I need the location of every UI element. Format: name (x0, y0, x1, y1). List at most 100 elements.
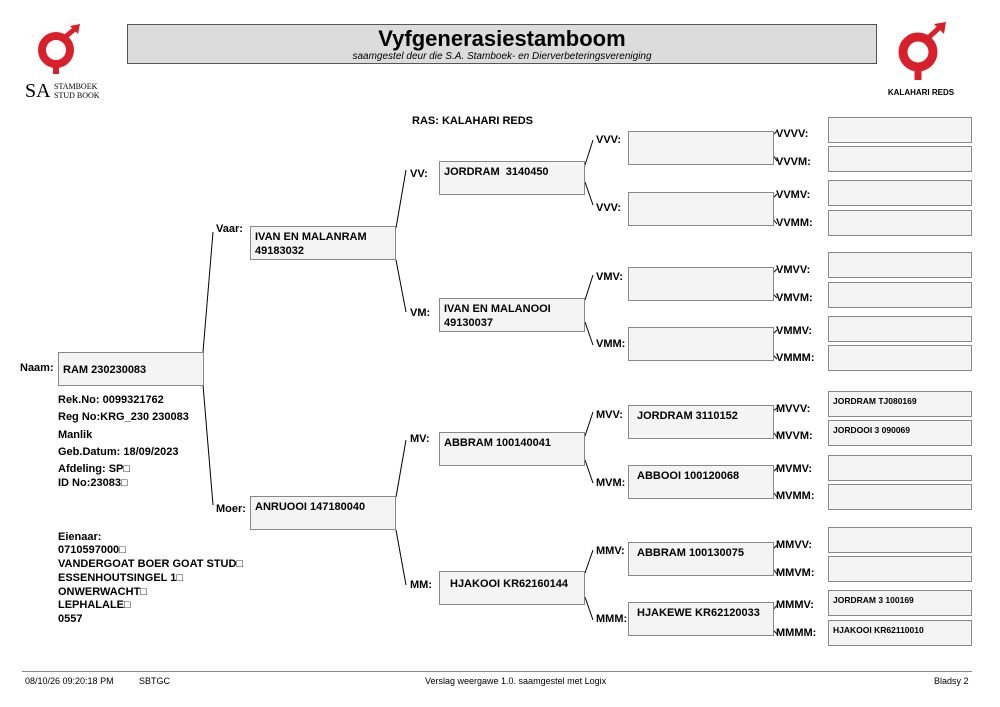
gen4-box (828, 117, 972, 143)
gen4-text: HJAKOOI KR62110010 (833, 625, 924, 635)
title-banner: Vyfgenerasiestamboom saamgestel deur die… (127, 24, 877, 64)
gen4-box (828, 282, 972, 308)
mvm-box: ABBOOI 100120068 (628, 465, 774, 499)
mmv-text: ABBRAM 100130075 (637, 547, 744, 559)
logo-line1: STAMBOEK (54, 82, 98, 91)
gen4-box (828, 210, 972, 236)
birth-date: Geb.Datum: 18/09/2023 (58, 446, 179, 458)
gen4-label: MMMM: (776, 627, 817, 639)
gen4-label: MVVM: (776, 430, 813, 442)
mmm-text: HJAKEWE KR62120033 (637, 607, 760, 619)
kalahari-reds-logo: KALAHARI REDS (880, 22, 962, 102)
logo-line2: STUD BOOK (54, 91, 100, 100)
mmm-label: MMM: (596, 613, 628, 625)
sire-box: IVAN EN MALANRAM 49183032 (250, 226, 396, 260)
logo-initials: SA (25, 80, 51, 102)
gen4-label: VMMM: (776, 352, 815, 364)
sex: Manlik (58, 429, 93, 441)
mm-label: MM: (410, 579, 432, 591)
gen4-box (828, 345, 972, 371)
gen4-box: JORDRAM TJ080169 (828, 391, 972, 417)
mv-box: ABBRAM 100140041 (439, 432, 585, 466)
gen4-box (828, 527, 972, 553)
rek-no: Rek.No: 0099321762 (58, 394, 164, 406)
sa-logo-icon (38, 24, 80, 74)
gen4-box: JORDOOI 3 090069 (828, 420, 972, 446)
owner-line: 0710597000□ (58, 544, 126, 556)
gen4-box: JORDRAM 3 100169 (828, 590, 972, 616)
vm-label: VM: (410, 307, 431, 319)
footer-page: Bladsy 2 (934, 676, 969, 686)
gen4-label: VMVM: (776, 292, 813, 304)
gen4-box (828, 484, 972, 510)
reg-no: Reg No:KRG_230 230083 (58, 411, 189, 423)
gen4-box (828, 455, 972, 481)
owner-line: VANDERGOAT BOER GOAT STUD□ (58, 558, 244, 570)
vmv-label: VMV: (596, 271, 623, 283)
owner-line: LEPHALALE□ (58, 599, 131, 611)
gen4-label: MMVV: (776, 539, 813, 551)
vv-text: JORDRAM 3140450 (444, 166, 549, 178)
gen4-label: VVVM: (776, 156, 811, 168)
mvm-text: ABBOOI 100120068 (637, 470, 740, 482)
gen4-label: VVVV: (776, 128, 809, 140)
gen4-label: MMMV: (776, 599, 814, 611)
id-no: ID No:23083□ (58, 477, 128, 489)
mmm-box: HJAKEWE KR62120033 (628, 602, 774, 636)
gen4-box (828, 180, 972, 206)
gen4-label: VMVV: (776, 264, 811, 276)
mm-text: HJAKOOI KR62160144 (450, 578, 569, 590)
footer-datetime: 08/10/26 09:20:18 PM (25, 676, 114, 686)
vvv2-label: VVV: (596, 202, 622, 214)
gen4-label: VMMV: (776, 325, 813, 337)
gen4-box (828, 252, 972, 278)
page-subtitle: saamgestel deur die S.A. Stamboek- en Di… (352, 51, 652, 62)
gen4-box (828, 316, 972, 342)
gen4-label: VVMM: (776, 217, 813, 229)
page-title: Vyfgenerasiestamboom (378, 26, 626, 51)
logo-caption: KALAHARI REDS (887, 88, 955, 97)
owner-line: ONWERWACHT□ (58, 586, 147, 598)
vmm-label: VMM: (596, 338, 626, 350)
owner-line: 0557 (58, 613, 83, 625)
gen4-text: JORDOOI 3 090069 (833, 425, 911, 435)
animal-box: RAM 230230083 (58, 352, 204, 386)
gen4-text: JORDRAM TJ080169 (833, 396, 917, 406)
footer-rule (22, 671, 972, 672)
sire-text: IVAN EN MALANRAM 49183032 (255, 231, 367, 257)
vvv2-box (628, 192, 774, 226)
vm-text: IVAN EN MALANOOI 49130037 (444, 303, 551, 329)
mv-label: MV: (410, 433, 430, 445)
vv-label: VV: (410, 168, 428, 180)
gen4-box (828, 146, 972, 172)
breed-label: RAS: KALAHARI REDS (412, 115, 533, 127)
vmm-box (628, 327, 774, 361)
mvm-label: MVM: (596, 477, 626, 489)
gen4-label: MMVM: (776, 567, 815, 579)
kalahari-logo-icon (898, 22, 946, 80)
mm-box: HJAKOOI KR62160144 (439, 571, 585, 605)
vvv1-box (628, 131, 774, 165)
gen4-label: MVVV: (776, 403, 811, 415)
gen4-label: MVMV: (776, 463, 813, 475)
gen4-box: HJAKOOI KR62110010 (828, 620, 972, 646)
owner-label: Eienaar: (58, 531, 102, 543)
vm-box: IVAN EN MALANOOI 49130037 (439, 298, 585, 332)
vmv-box (628, 267, 774, 301)
gen4-box (828, 556, 972, 582)
mmv-box: ABBRAM 100130075 (628, 542, 774, 576)
dam-text: ANRUOOI 147180040 (255, 501, 366, 513)
mvv-label: MVV: (596, 409, 623, 421)
owner-line: ESSENHOUTSINGEL 1□ (58, 572, 184, 584)
sire-label: Vaar: (216, 223, 243, 235)
mvv-box: JORDRAM 3110152 (628, 405, 774, 439)
gen4-label: MVMM: (776, 490, 815, 502)
animal-name: RAM 230230083 (63, 364, 147, 376)
afdeling: Afdeling: SP□ (58, 463, 131, 475)
mmv-label: MMV: (596, 545, 625, 557)
gen4-label: VVMV: (776, 189, 811, 201)
vv-box: JORDRAM 3140450 (439, 161, 585, 195)
gen4-text: JORDRAM 3 100169 (833, 595, 914, 605)
sa-stud-book-logo: SA STAMBOEK STUD BOOK (22, 24, 112, 104)
mvv-text: JORDRAM 3110152 (637, 410, 738, 422)
